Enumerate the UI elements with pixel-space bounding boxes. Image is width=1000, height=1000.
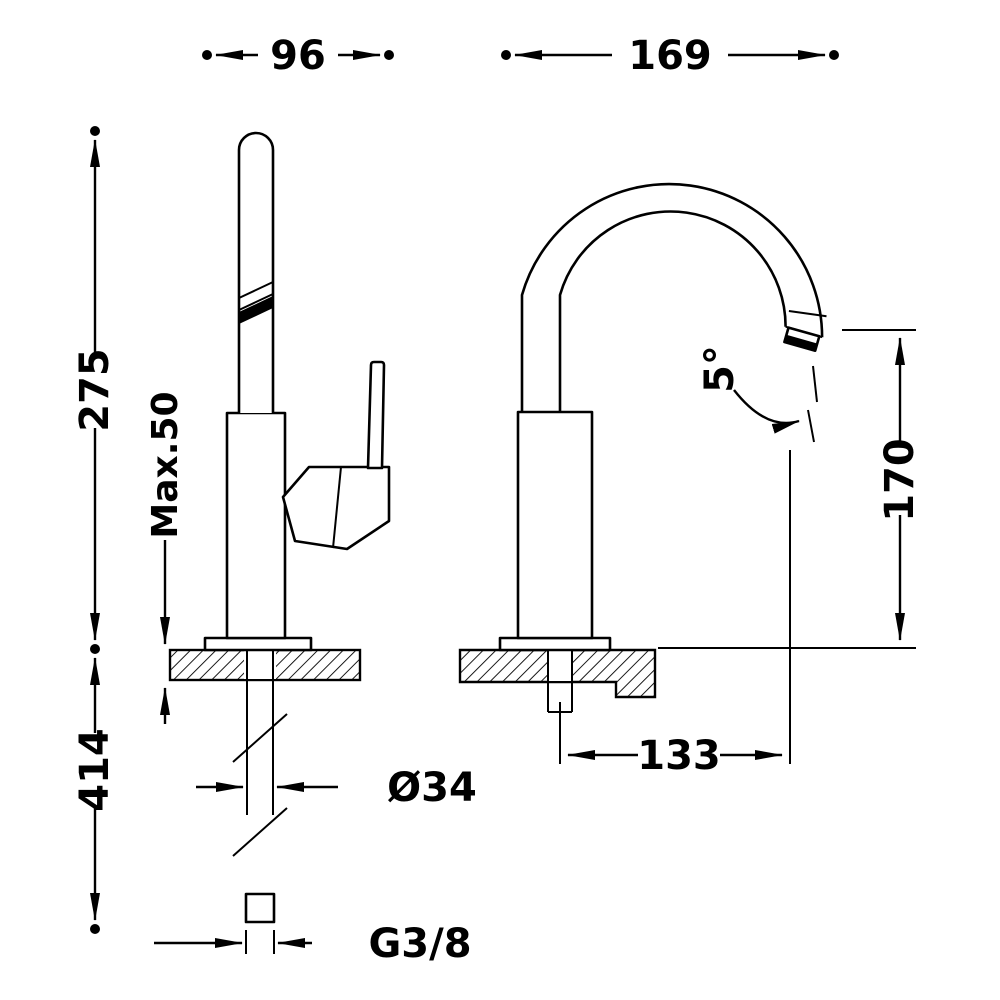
dim-d34-label: Ø34 bbox=[387, 765, 477, 811]
dim-275-label: 275 bbox=[72, 348, 118, 432]
dim-169-dot-left bbox=[501, 50, 511, 60]
dimension-reach-133: 133 bbox=[559, 450, 791, 779]
dimension-thread-g38: G3/8 bbox=[154, 921, 472, 967]
dim-414-label: 414 bbox=[72, 728, 118, 812]
dim-169-label: 169 bbox=[628, 33, 712, 79]
pipe-break-mark-2 bbox=[232, 807, 288, 857]
dim-96-label: 96 bbox=[270, 33, 326, 79]
spout-collar-line bbox=[788, 310, 827, 318]
dim-275-dot-bottom bbox=[90, 644, 100, 654]
front-flange bbox=[203, 636, 313, 652]
dim-g38-label: G3/8 bbox=[368, 921, 471, 967]
dimension-width-96: 96 bbox=[202, 33, 394, 79]
front-spout-column bbox=[237, 131, 275, 413]
dim-96-dot-right bbox=[384, 50, 394, 60]
stream-axis-tick-2 bbox=[807, 409, 815, 443]
dimension-diameter-34: Ø34 bbox=[196, 765, 477, 811]
front-body bbox=[225, 411, 287, 640]
deck-right-pipe-gap bbox=[549, 651, 571, 681]
swivel-indicator bbox=[733, 365, 818, 443]
spout-tip-aerator bbox=[784, 334, 818, 351]
side-body bbox=[516, 410, 594, 640]
spout-inner-curve bbox=[558, 210, 787, 412]
spout-aerator-band bbox=[239, 296, 273, 324]
supply-thread-nipple bbox=[244, 892, 276, 924]
dim-133-label: 133 bbox=[637, 733, 721, 779]
dim-169-dot-right bbox=[829, 50, 839, 60]
dim-96-dot-left bbox=[202, 50, 212, 60]
pipe-break-mark-1 bbox=[232, 713, 288, 763]
front-handle bbox=[281, 360, 391, 551]
dim-5deg-label: 5° bbox=[697, 345, 743, 393]
supply-pipe bbox=[232, 650, 288, 924]
dim-max50-label: Max.50 bbox=[145, 391, 186, 538]
dimension-deck-thickness: Max.50 bbox=[145, 391, 186, 724]
dimension-height-275: 275 bbox=[72, 126, 118, 654]
side-spout bbox=[520, 182, 827, 412]
handle-lever bbox=[366, 360, 386, 470]
handle-housing-joint-line bbox=[332, 466, 342, 549]
dim-275-dot-top bbox=[90, 126, 100, 136]
dimension-height-170: 170 bbox=[658, 329, 923, 649]
deck-left-pipe-gap bbox=[244, 651, 276, 679]
stream-axis-tick-1 bbox=[812, 365, 818, 403]
spout-outer-curve bbox=[520, 182, 824, 412]
dimensions: 96 169 275 Max.50 bbox=[72, 33, 923, 967]
front-view bbox=[168, 131, 391, 924]
side-flange bbox=[498, 636, 612, 652]
dimension-height-414: 414 bbox=[72, 657, 118, 934]
dimension-width-169: 169 bbox=[501, 33, 839, 79]
spout-detail-line-2 bbox=[238, 293, 274, 311]
dim-170-label: 170 bbox=[877, 438, 923, 522]
side-view bbox=[458, 182, 827, 713]
dimension-angle-5: 5° bbox=[697, 345, 743, 393]
spout-detail-line-1 bbox=[238, 281, 274, 299]
swivel-arc-arrow bbox=[733, 389, 800, 434]
dim-414-dot-bottom bbox=[90, 924, 100, 934]
